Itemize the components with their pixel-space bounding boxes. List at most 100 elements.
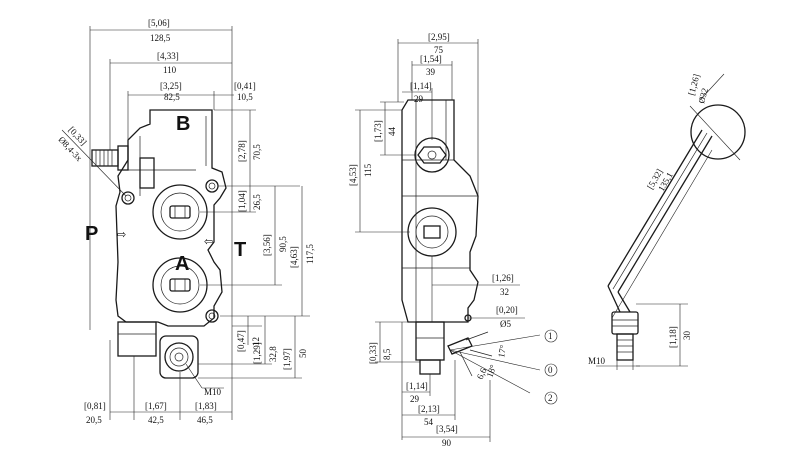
lever-pivot [159,335,199,379]
svg-text:M10: M10 [588,356,606,366]
mounting-hole [205,179,219,193]
svg-text:[3,54]: [3,54] [436,424,458,434]
dimension-side-44: [1,73] 44 [373,101,416,156]
svg-text:[1,54]: [1,54] [420,54,442,64]
svg-text:70,5: 70,5 [252,144,262,160]
valve-body-outline [115,109,227,327]
thread-callout-right: M10 [588,356,640,370]
side-spool [407,207,457,257]
side-spool-stem [415,321,445,375]
svg-text:[2,95]: [2,95] [428,32,450,42]
dimension-height-90: [3,56] 90,5 [200,186,288,286]
svg-text:[0,20]: [0,20] [496,305,518,315]
svg-text:30: 30 [682,331,692,341]
svg-text:26,5: 26,5 [252,194,262,210]
dimension-width-82: [3,25] 82,5 [127,81,215,140]
dimension-height-32: [1,29] 32,8 [198,316,278,365]
svg-text:12: 12 [251,337,261,346]
dimension-overall-width: [5,06] 128,5 [89,18,233,420]
svg-text:0: 0 [548,365,553,375]
lever-base [611,311,639,361]
svg-text:29: 29 [410,394,420,404]
side-view: 1 0 2 17° 18° 6,6 [2,95] 75 [1,54] 39 [1… [348,32,558,448]
svg-text:32: 32 [500,287,509,297]
spool-slot-bottom [169,278,191,292]
svg-text:8,5: 8,5 [382,348,392,360]
thread-callout-left: M10 [185,363,224,397]
svg-text:[1,18]: [1,18] [668,326,678,348]
dimension-side-32: [1,26] 32 [431,256,520,322]
spool-slot-top [169,205,191,219]
dimension-height-70: [2,78] 70,5 [214,109,262,186]
svg-text:54: 54 [424,417,434,427]
svg-text:[1,29]: [1,29] [252,342,262,364]
port-block-bottom-left [117,321,157,357]
svg-text:[4,33]: [4,33] [157,51,179,61]
svg-text:[1,14]: [1,14] [406,381,428,391]
lever-knob [690,104,746,160]
port-label-b: B [176,113,190,135]
lever-positions: 1 0 2 17° 18° 6,6 [447,329,558,405]
svg-text:[3,25]: [3,25] [160,81,182,91]
dimension-bottom-20: [0,81] 20,5 [84,340,135,425]
svg-text:50: 50 [298,349,308,359]
dimension-knob: [1,26] Ø32 [686,73,741,161]
svg-text:[0,47]: [0,47] [236,330,246,352]
svg-text:1: 1 [548,331,553,341]
relief-valve-fitting [91,145,155,189]
svg-text:[1,04]: [1,04] [237,190,247,212]
lever-rod [607,129,713,313]
dimension-side-39: [1,54] 39 [411,54,453,100]
svg-text:[0,33]: [0,33] [368,342,378,364]
svg-text:90: 90 [442,438,452,448]
dimension-side-8: [0,33] 8,5 [368,321,420,364]
dimension-side-29: [1,14] 29 [402,81,433,140]
dimension-side-bottom-29: [1,14] 29 [401,322,431,440]
dimension-side-75: [2,95] 75 [397,32,479,196]
port-arrow-t: ⇦ [204,235,213,248]
svg-text:110: 110 [163,65,177,75]
svg-text:[1,73]: [1,73] [373,120,383,142]
svg-text:[4,53]: [4,53] [348,164,358,186]
svg-text:[1,83]: [1,83] [195,401,217,411]
dimension-bottom-42: [1,67] 42,5 [134,372,181,425]
port-label-t: T [234,239,246,261]
body-inner-line [124,116,207,196]
svg-text:32,8: 32,8 [268,346,278,362]
svg-text:75: 75 [434,45,444,55]
svg-text:39: 39 [426,67,436,77]
svg-text:Ø5: Ø5 [500,319,511,329]
dimension-height-50: [1,97] 50 [198,316,308,379]
svg-text:20,5: 20,5 [86,415,102,425]
spool-ring-bottom [160,265,200,305]
dimension-side-5: [0,20] Ø5 [468,305,525,329]
svg-text:42,5: 42,5 [148,415,164,425]
svg-text:10,5: 10,5 [237,92,253,102]
port-label-p: P [85,223,98,245]
mounting-hole [205,309,219,323]
svg-text:[2,13]: [2,13] [418,404,440,414]
svg-text:M10: M10 [204,387,222,397]
dimension-lever-30: [1,18] 30 [636,303,692,367]
svg-text:29: 29 [414,94,424,104]
dimension-hole: [0,33] Ø8,4-3x [57,125,127,197]
svg-text:82,5: 82,5 [164,92,180,102]
svg-text:[5,06]: [5,06] [148,18,170,28]
dimension-side-115: [4,53] 115 [348,109,410,233]
svg-text:[0,41]: [0,41] [234,81,256,91]
spool-ring-top [160,192,200,232]
dimension-lever-length: [5,32] 135,1 [611,149,713,319]
svg-text:46,5: 46,5 [197,415,213,425]
side-body-outline [401,99,479,323]
svg-text:[0,81]: [0,81] [84,401,106,411]
lever-view: [1,26] Ø32 [5,32] 135,1 [1,18] 30 M10 [588,73,746,370]
svg-text:128,5: 128,5 [150,33,171,43]
dimension-height-12: [0,47] 12 [232,316,262,352]
top-port-fitting [414,137,450,173]
port-label-a: A [175,253,189,275]
svg-text:18°: 18° [484,363,498,379]
dimension-width-10: [0,41] 10,5 [214,81,256,102]
svg-text:[1,14]: [1,14] [410,81,432,91]
svg-text:44: 44 [387,127,397,137]
